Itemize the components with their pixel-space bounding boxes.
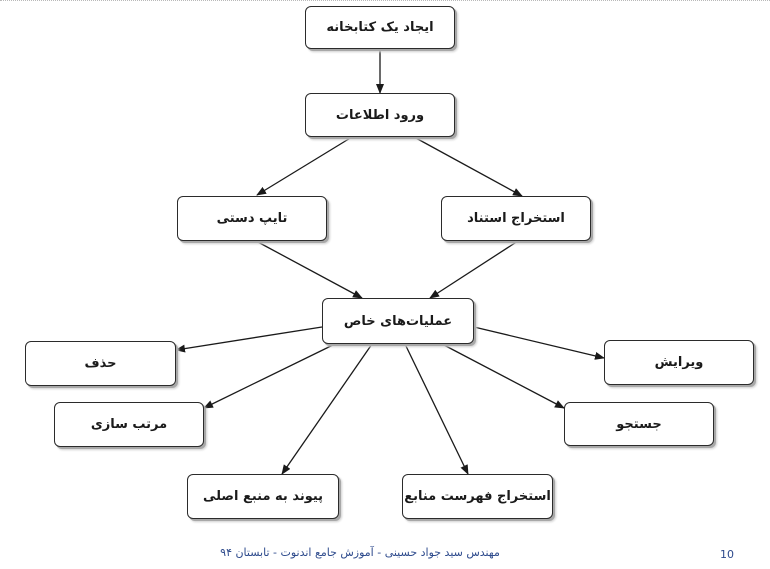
- node-search-label: جستجو: [616, 416, 662, 432]
- edge-manual-to-special: [255, 240, 363, 299]
- node-manual-typing: تایپ دستی: [177, 196, 327, 241]
- top-divider: [0, 0, 770, 1]
- node-edit: ویرایش: [604, 340, 754, 385]
- edge-special-to-sort: [203, 343, 336, 409]
- node-extract-references: استخراج فهرست منابع: [402, 474, 553, 519]
- edge-special-to-link: [281, 343, 373, 475]
- node-edit-label: ویرایش: [654, 355, 704, 370]
- edge-special-to-edit: [473, 326, 605, 360]
- page-number: 10: [720, 548, 734, 561]
- node-sort: مرتب سازی: [54, 402, 204, 447]
- node-delete-label: حذف: [84, 356, 117, 371]
- node-manual-typing-label: تایپ دستی: [216, 211, 288, 226]
- edge-special-to-references: [404, 343, 469, 475]
- edge-extract-to-special: [429, 240, 519, 299]
- edge-enter-to-extract: [413, 136, 523, 197]
- node-enter-info-label: ورود اطلاعات: [335, 107, 425, 123]
- node-sort-label: مرتب سازی: [90, 417, 168, 432]
- node-create-library: ایجاد یک کتابخانه: [305, 6, 455, 49]
- node-link-source-label: پیوند به منبع اصلی: [202, 489, 324, 504]
- node-enter-info: ورود اطلاعات: [305, 93, 455, 137]
- node-link-source: پیوند به منبع اصلی: [187, 474, 339, 519]
- node-extract-references-label: استخراج فهرست منابع: [404, 489, 551, 504]
- footer-credit: مهندس سید جواد حسینی - آموزش جامع اندنوت…: [220, 546, 500, 559]
- node-create-library-label: ایجاد یک کتابخانه: [326, 20, 434, 35]
- node-special-operations: عملیات‌های خاص: [322, 298, 474, 344]
- node-search: جستجو: [564, 402, 714, 446]
- edge-enter-to-manual: [256, 136, 353, 196]
- edge-special-to-search: [441, 343, 565, 409]
- edge-special-to-delete: [175, 326, 323, 353]
- node-delete: حذف: [25, 341, 176, 386]
- node-extract-document: استخراج استناد: [441, 196, 591, 241]
- node-special-operations-label: عملیات‌های خاص: [343, 313, 453, 329]
- node-extract-document-label: استخراج استناد: [467, 211, 565, 226]
